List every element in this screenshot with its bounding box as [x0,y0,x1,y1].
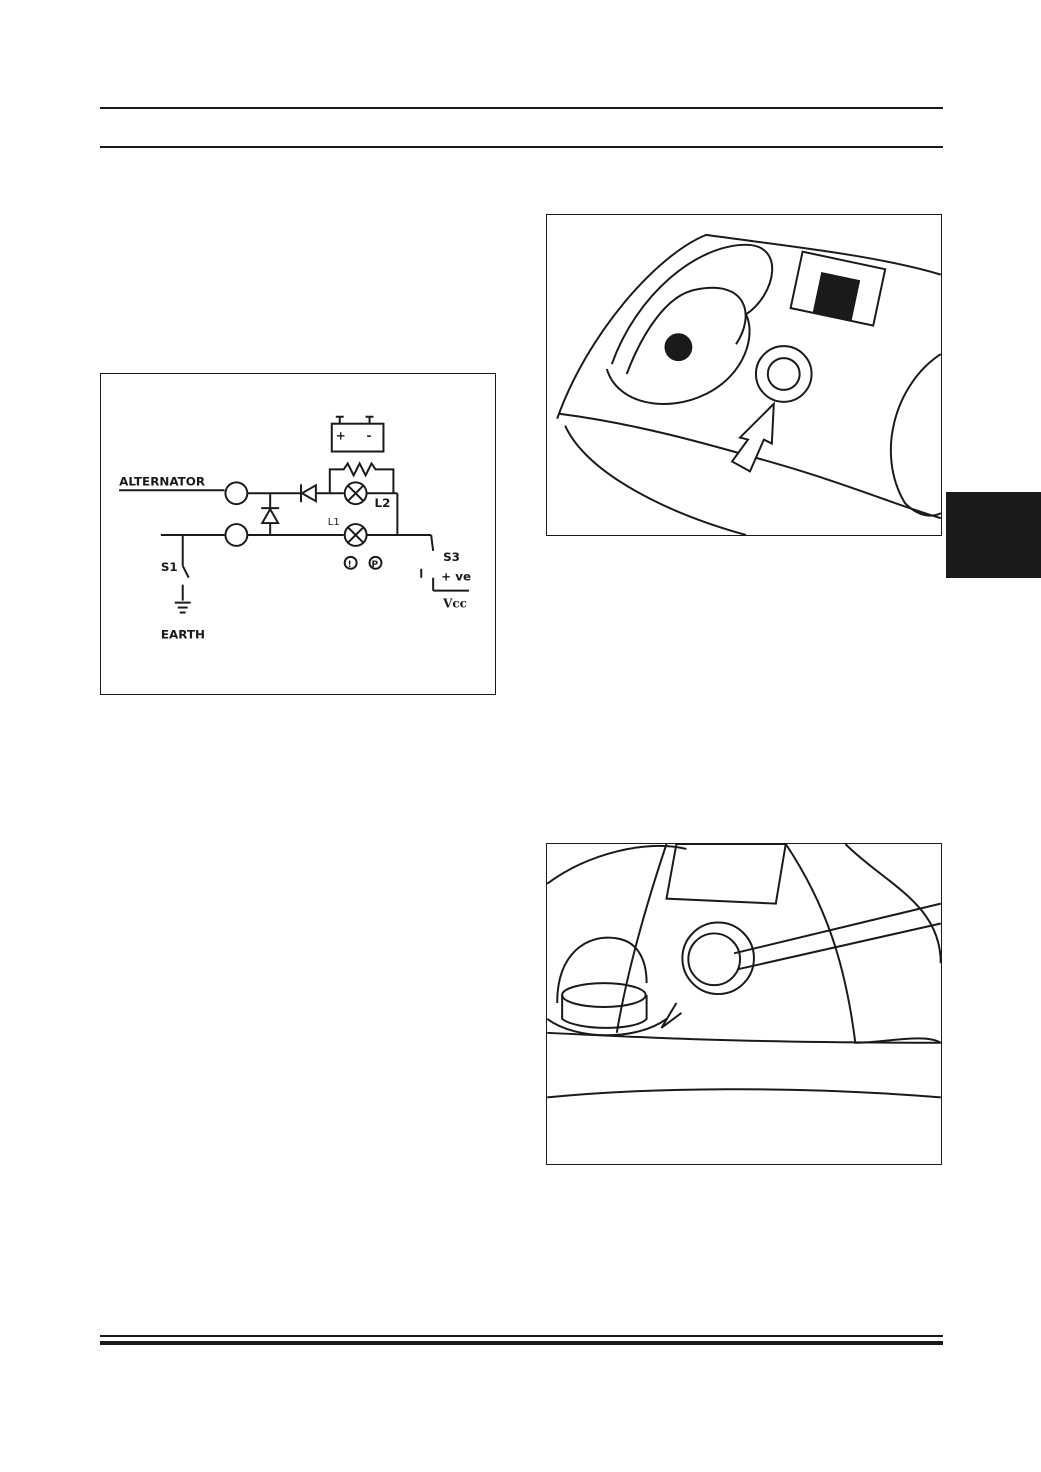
diode-series [299,483,317,503]
socket-removal-illustration [547,844,941,1099]
label-alternator: ALTERNATOR [119,474,205,488]
chapter-tab-marker [946,492,1041,578]
p-symbol-icon: P [372,560,379,570]
label-vcc: Vcc [442,597,467,611]
header-rule-bottom [100,146,943,148]
footer-rule-thin [100,1335,943,1337]
label-l2: L2 [375,496,391,510]
battery-minus: - [367,429,372,443]
wiring-schematic-diagram: ALTERNATOR S1 EARTH L1 L2 S3 + ve Vcc + … [119,415,471,641]
dashboard-socket-illustration [556,233,941,535]
arrow-pointing-socket-icon [730,401,775,473]
battery-plus: + [336,429,346,443]
dashboard-socket-figure [546,214,942,536]
label-s1: S1 [161,560,178,574]
label-earth: EARTH [161,627,205,641]
socket-ring-outer [681,921,755,996]
label-l1: L1 [328,517,340,528]
lower-terminal [224,523,249,547]
footer-rule-thick [100,1341,943,1345]
label-s3: S3 [443,550,460,564]
power-socket-inner [766,357,801,391]
diode-shunt [260,507,280,525]
warning-symbol-icon: ! [348,560,352,570]
label-plus-ve: + ve [441,570,471,584]
socket-ring-inner [687,932,742,987]
header-rule-top [100,107,943,109]
wiring-schematic-figure: ALTERNATOR S1 EARTH L1 L2 S3 + ve Vcc + … [100,373,496,695]
power-socket-outer [754,345,813,403]
battery-symbol [330,422,385,453]
alternator-terminal [224,481,249,506]
socket-removal-figure [546,843,942,1165]
